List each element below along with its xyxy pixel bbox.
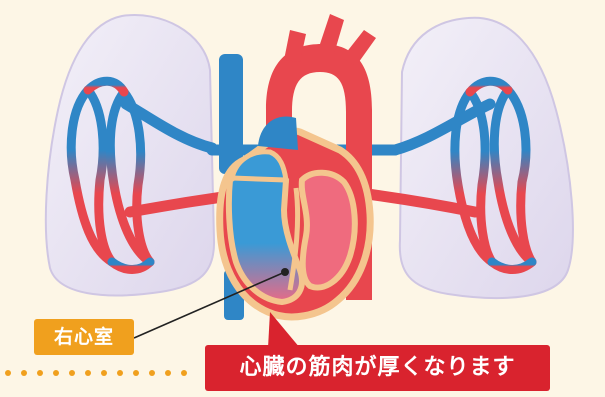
leader-dot [281, 268, 289, 276]
superior-vena-cava [219, 54, 243, 174]
callout-box: 心臓の筋肉が厚くなります [205, 345, 550, 391]
pulmonary-trunk [258, 116, 298, 150]
right-ventricle-label: 右心室 [34, 319, 134, 355]
dotted-divider [5, 370, 187, 376]
left-ventricle-chamber [302, 173, 355, 288]
